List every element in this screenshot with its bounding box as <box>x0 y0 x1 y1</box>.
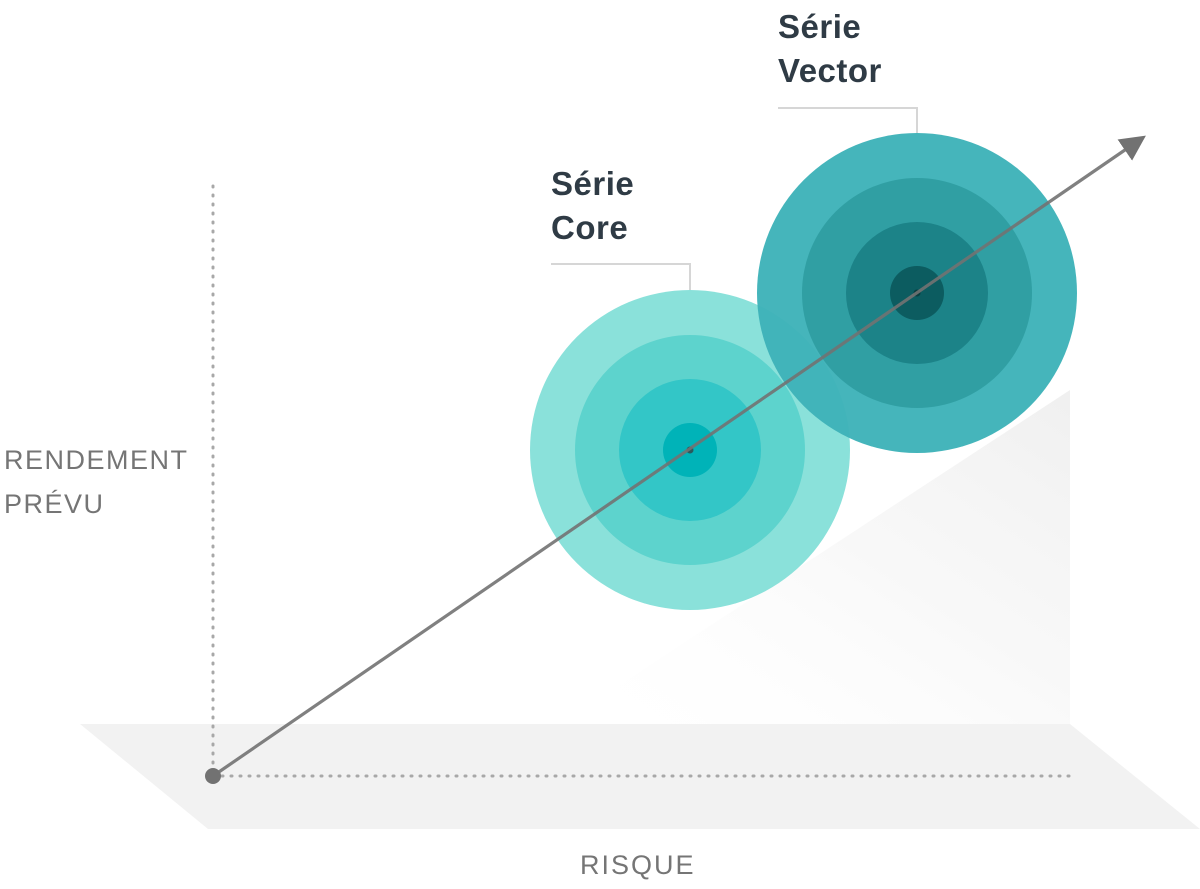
core-series-label: Série Core <box>551 162 634 250</box>
floor-plane <box>80 724 1200 829</box>
y-axis-label: RENDEMENT PRÉVU <box>4 438 189 526</box>
core-series-label-line2: Core <box>551 209 629 246</box>
vector-series-label-line2: Vector <box>778 52 882 89</box>
vector-series-label-line1: Série <box>778 8 862 45</box>
origin-dot <box>205 768 221 784</box>
back-wall-shading <box>560 390 1070 724</box>
core-series-label-line1: Série <box>551 165 635 202</box>
risk-return-arrow <box>212 135 1146 778</box>
x-axis-label: RISQUE <box>580 850 696 880</box>
vector-leader-line <box>778 107 918 133</box>
y-axis-label-line2: PRÉVU <box>4 489 105 519</box>
vector-series-label: Série Vector <box>778 5 882 93</box>
y-axis-label-line1: RENDEMENT <box>4 445 189 475</box>
core-leader-line <box>551 263 691 290</box>
